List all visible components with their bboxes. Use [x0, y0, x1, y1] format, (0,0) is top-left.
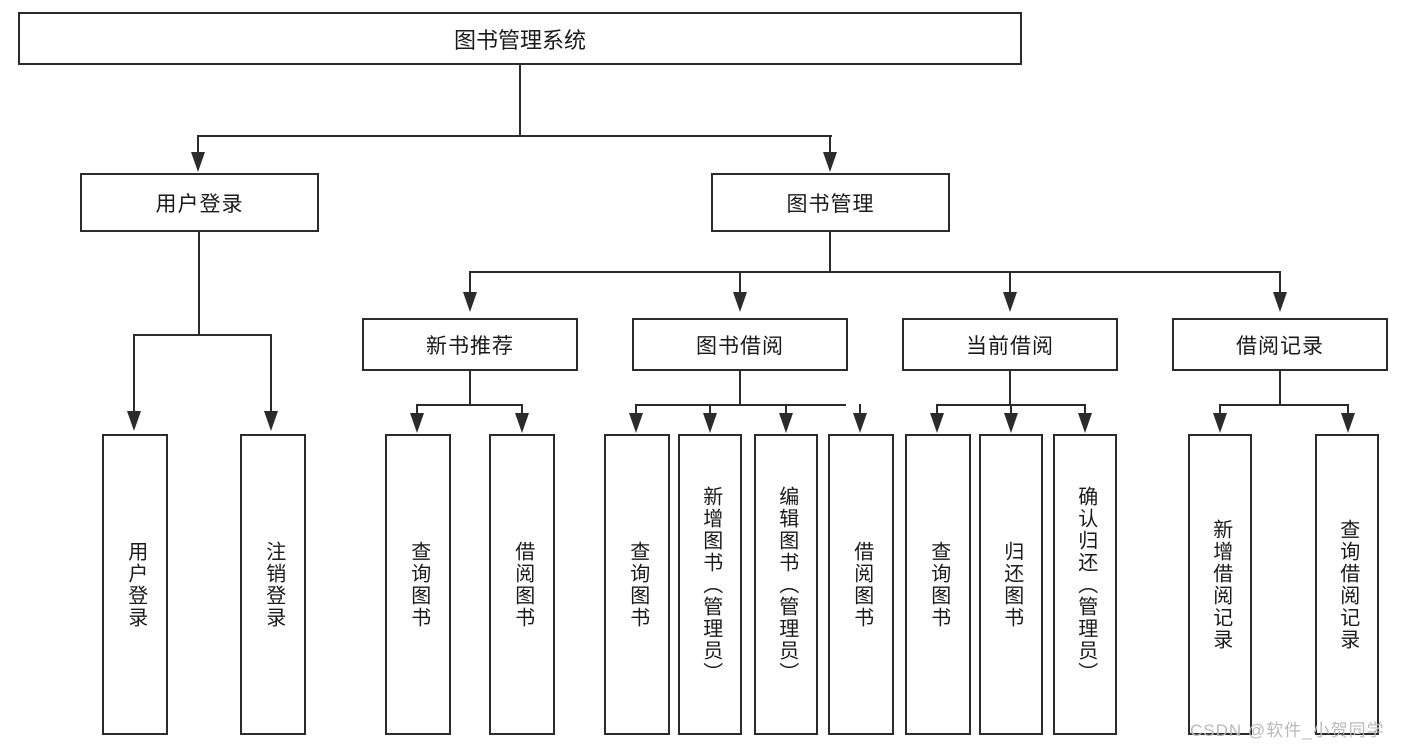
arrow-book-borrow-leaf-1 — [629, 413, 643, 433]
edge-new-book-drop-2 — [521, 404, 523, 416]
arrow-user-login-leaf-2 — [264, 411, 278, 431]
edge-root-branch-bar — [198, 135, 832, 137]
leaf-borrow-record-add[interactable]: 新增借阅记录 — [1188, 434, 1252, 735]
node-label: 当前借阅 — [966, 334, 1054, 358]
edge-book-borrow-drop-3 — [785, 404, 787, 416]
node-book-borrow[interactable]: 图书借阅 — [632, 318, 848, 371]
edge-user-login-branch-bar — [133, 334, 272, 336]
edge-new-book-stem — [469, 371, 471, 406]
node-label: 查询图书 — [407, 540, 430, 629]
edge-user-login-drop-1 — [133, 334, 135, 414]
arrow-user-login-leaf-1 — [127, 411, 141, 431]
node-label: 用户登录 — [155, 192, 244, 216]
edge-current-borrow-drop-2 — [1010, 404, 1012, 416]
arrow-book-mgmt-child-4 — [1273, 292, 1287, 312]
edge-borrow-record-drop-2 — [1347, 404, 1349, 416]
arrow-book-borrow-leaf-2 — [703, 413, 717, 433]
edge-book-mgmt-branch-bar — [469, 271, 1280, 273]
arrow-new-book-leaf-1 — [410, 413, 424, 433]
node-label: 注销登录 — [262, 540, 285, 629]
edge-book-mgmt-drop-3 — [1009, 271, 1011, 295]
leaf-user-login-login[interactable]: 用户登录 — [102, 434, 168, 735]
edge-root-to-book-mgmt — [829, 135, 831, 157]
leaf-book-borrow-borrow[interactable]: 借阅图书 — [828, 434, 894, 735]
node-label: 用户登录 — [124, 540, 147, 629]
node-root-system[interactable]: 图书管理系统 — [18, 12, 1022, 65]
leaf-new-book-borrow[interactable]: 借阅图书 — [489, 434, 555, 735]
arrow-borrow-record-leaf-2 — [1341, 413, 1355, 433]
edge-root-stem — [519, 65, 521, 136]
node-label: 借阅图书 — [511, 540, 534, 629]
node-user-login[interactable]: 用户登录 — [80, 173, 319, 232]
leaf-current-borrow-query[interactable]: 查询图书 — [905, 434, 971, 735]
edge-user-login-drop-2 — [270, 334, 272, 414]
node-label: 图书管理 — [786, 192, 875, 216]
node-label: 新书推荐 — [426, 334, 514, 358]
leaf-current-borrow-confirm-return[interactable]: 确认归还（管理员） — [1053, 434, 1117, 735]
edge-current-borrow-stem — [1009, 371, 1011, 406]
node-label: 借阅记录 — [1236, 334, 1324, 358]
edge-book-borrow-drop-2 — [709, 404, 711, 416]
edge-root-to-user-login — [197, 135, 199, 157]
node-label: 归还图书 — [1000, 540, 1023, 629]
leaf-borrow-record-query[interactable]: 查询借阅记录 — [1315, 434, 1379, 735]
node-label: 图书管理系统 — [453, 27, 586, 53]
arrow-root-to-user-login — [191, 152, 205, 172]
edge-borrow-record-branch-bar — [1219, 404, 1348, 406]
node-current-borrow[interactable]: 当前借阅 — [902, 318, 1118, 371]
node-label: 确认归还（管理员） — [1074, 485, 1097, 684]
edge-book-borrow-stem — [739, 371, 741, 406]
leaf-book-borrow-add[interactable]: 新增图书（管理员） — [678, 434, 742, 735]
edge-borrow-record-drop-1 — [1219, 404, 1221, 416]
edge-current-borrow-drop-3 — [1084, 404, 1086, 416]
edge-book-mgmt-drop-2 — [739, 271, 741, 295]
leaf-book-borrow-edit[interactable]: 编辑图书（管理员） — [754, 434, 818, 735]
arrow-borrow-record-leaf-1 — [1213, 413, 1227, 433]
arrow-book-borrow-leaf-4 — [853, 413, 867, 433]
node-label: 借阅图书 — [850, 540, 873, 629]
edge-book-borrow-drop-4 — [859, 404, 861, 416]
node-label: 查询图书 — [626, 540, 649, 629]
node-label: 新增图书（管理员） — [699, 485, 722, 684]
arrow-new-book-leaf-2 — [515, 413, 529, 433]
edge-new-book-branch-bar — [416, 404, 522, 406]
node-label: 查询图书 — [927, 540, 950, 629]
node-label: 图书借阅 — [696, 334, 784, 358]
leaf-new-book-query[interactable]: 查询图书 — [385, 434, 451, 735]
edge-new-book-drop-1 — [416, 404, 418, 416]
leaf-current-borrow-return[interactable]: 归还图书 — [979, 434, 1043, 735]
node-label: 新增借阅记录 — [1209, 518, 1232, 651]
node-borrow-record[interactable]: 借阅记录 — [1172, 318, 1388, 371]
arrow-book-mgmt-child-2 — [733, 292, 747, 312]
arrow-book-mgmt-child-3 — [1003, 292, 1017, 312]
node-new-book-recommend[interactable]: 新书推荐 — [362, 318, 578, 371]
edge-book-borrow-drop-1 — [635, 404, 637, 416]
edge-book-mgmt-drop-1 — [469, 271, 471, 295]
node-label: 编辑图书（管理员） — [775, 485, 798, 684]
arrow-book-mgmt-child-1 — [463, 292, 477, 312]
edge-current-borrow-drop-1 — [936, 404, 938, 416]
arrow-current-borrow-leaf-3 — [1078, 413, 1092, 433]
arrow-root-to-book-mgmt — [823, 152, 837, 172]
node-label: 查询借阅记录 — [1336, 518, 1359, 651]
arrow-book-borrow-leaf-3 — [779, 413, 793, 433]
arrow-current-borrow-leaf-1 — [930, 413, 944, 433]
edge-borrow-record-stem — [1279, 371, 1281, 406]
edge-book-borrow-branch-bar — [635, 404, 846, 406]
watermark-text: CSDN @软件_小贺同学 — [1190, 721, 1385, 740]
leaf-book-borrow-query[interactable]: 查询图书 — [604, 434, 670, 735]
edge-user-login-stem — [198, 232, 200, 336]
edge-book-mgmt-drop-4 — [1279, 271, 1281, 295]
edge-book-mgmt-stem — [829, 232, 831, 273]
arrow-current-borrow-leaf-2 — [1004, 413, 1018, 433]
node-book-management[interactable]: 图书管理 — [711, 173, 950, 232]
leaf-user-login-logout[interactable]: 注销登录 — [240, 434, 306, 735]
